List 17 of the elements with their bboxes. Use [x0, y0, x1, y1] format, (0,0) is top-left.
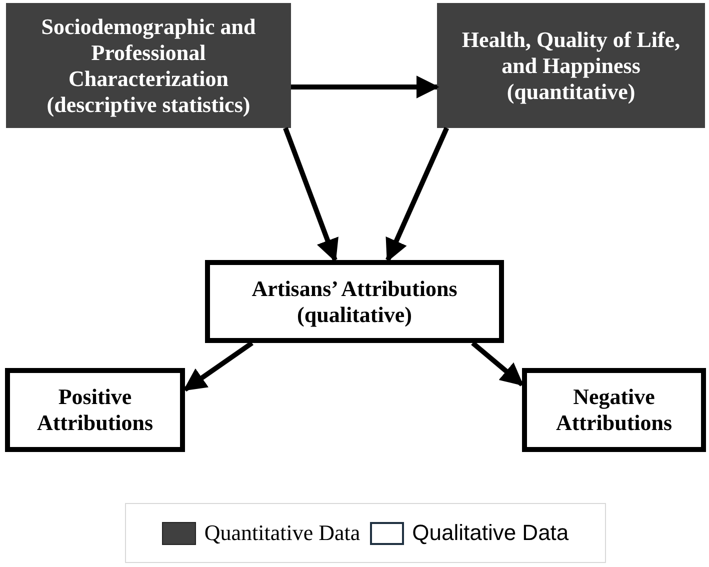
arrow — [471, 341, 524, 386]
node-label: Health, Quality of Life, and Happiness (quantitative) — [460, 26, 682, 104]
quantitative-box — [6, 3, 291, 128]
arrow — [291, 76, 440, 98]
qualitative-box — [522, 368, 706, 452]
node-label: Negative Attributions — [554, 384, 674, 436]
legend-label: Quantitative Data — [204, 520, 360, 546]
node-label: Artisans’ Attributions (qualitative) — [250, 276, 458, 328]
arrow — [386, 126, 449, 262]
arrow — [183, 340, 254, 392]
arrow — [283, 127, 338, 262]
qualitative-box — [5, 368, 185, 452]
quantitative-box — [437, 3, 705, 128]
legend-label: Qualitative Data — [412, 520, 569, 546]
node-label: Positive Attributions — [36, 384, 154, 436]
qualitative-box — [205, 260, 504, 343]
node-label: Sociodemographic and Professional Characterization (descriptive statistics) — [40, 14, 257, 118]
